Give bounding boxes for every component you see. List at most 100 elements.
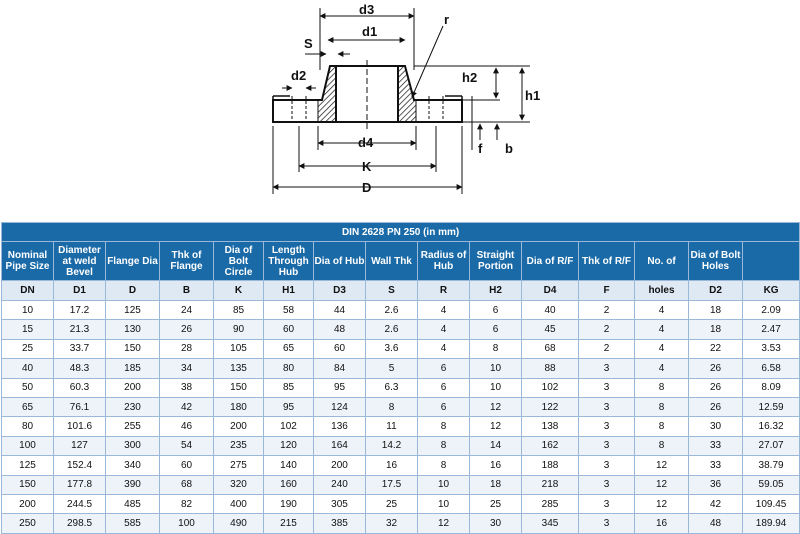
- table-cell: 48.3: [53, 358, 106, 379]
- table-cell: 164: [313, 435, 366, 457]
- table-cell: 122: [521, 396, 579, 418]
- table-cell: 275: [213, 455, 264, 476]
- table-cell: 18: [469, 474, 522, 495]
- column-header: Nominal Pipe Size: [1, 241, 54, 281]
- column-header: Thk of Flange: [159, 241, 214, 281]
- column-header: Flange Dia: [105, 241, 160, 281]
- table-cell: 5: [365, 358, 418, 379]
- table-cell: 60: [159, 455, 214, 476]
- dimension-lines: [272, 8, 530, 194]
- table-cell: 48: [313, 319, 366, 340]
- table-cell: 190: [263, 493, 314, 515]
- table-cell: 26: [688, 396, 743, 418]
- table-cell: 34: [159, 358, 214, 379]
- table-cell: 100: [159, 513, 214, 534]
- column-symbol: D1: [53, 280, 106, 301]
- table-cell: 42: [688, 493, 743, 515]
- column-symbol: holes: [634, 280, 689, 301]
- table-cell: 3: [578, 493, 635, 515]
- table-cell: 200: [213, 416, 264, 437]
- table-cell: 400: [213, 493, 264, 515]
- column-header: Dia of Hub: [313, 241, 366, 281]
- table-cell: 32: [365, 513, 418, 534]
- table-cell: 25: [365, 493, 418, 515]
- table-cell: 18: [688, 299, 743, 321]
- label-h1: h1: [525, 88, 540, 103]
- table-cell: 4: [634, 338, 689, 360]
- table-cell: 42: [159, 396, 214, 418]
- table-cell: 105: [213, 338, 264, 360]
- table-cell: 15: [1, 319, 54, 340]
- table-cell: 38: [159, 377, 214, 398]
- table-cell: 8: [365, 396, 418, 418]
- column-symbol: B: [159, 280, 214, 301]
- table-cell: 8: [634, 396, 689, 418]
- table-cell: 150: [105, 338, 160, 360]
- table-cell: 230: [105, 396, 160, 418]
- table-title: DIN 2628 PN 250 (in mm): [0, 222, 800, 242]
- label-f: f: [478, 141, 483, 156]
- table-cell: 150: [1, 474, 54, 495]
- table-cell: 40: [1, 358, 54, 379]
- table-cell: 185: [105, 358, 160, 379]
- column-symbol: D4: [521, 280, 579, 301]
- table-cell: 16: [365, 455, 418, 476]
- column-symbol: KG: [741, 280, 800, 301]
- table-cell: 10: [469, 358, 522, 379]
- table-cell: 130: [105, 319, 160, 340]
- table-cell: 33: [688, 455, 743, 476]
- table-cell: 30: [469, 513, 522, 534]
- table-cell: 4: [417, 319, 470, 340]
- label-d1: d1: [362, 24, 377, 39]
- label-s: S: [304, 36, 313, 51]
- table-cell: 3: [578, 416, 635, 437]
- table-cell: 215: [263, 513, 314, 534]
- label-d4: d4: [358, 135, 374, 150]
- table-cell: 40: [521, 299, 579, 321]
- table-cell: 95: [313, 377, 366, 398]
- table-cell: 44: [313, 299, 366, 321]
- table-cell: 21.3: [53, 319, 106, 340]
- table-cell: 3: [578, 396, 635, 418]
- table-cell: 12: [634, 493, 689, 515]
- table-cell: 8: [417, 435, 470, 457]
- table-cell: 88: [521, 358, 579, 379]
- table-cell: 8: [417, 455, 470, 476]
- column-header: No. of: [634, 241, 689, 281]
- table-cell: 385: [313, 513, 366, 534]
- column-header: Thk of R/F: [578, 241, 635, 281]
- table-cell: 345: [521, 513, 579, 534]
- table-cell: 58: [263, 299, 314, 321]
- table-cell: 285: [521, 493, 579, 515]
- table-cell: 10: [1, 299, 54, 321]
- table-cell: 127: [53, 435, 106, 457]
- column-symbol: DN: [1, 280, 54, 301]
- table-cell: 177.8: [53, 474, 106, 495]
- table-cell: 6.58: [741, 358, 800, 379]
- table-cell: 50: [1, 377, 54, 398]
- table-cell: 2.47: [741, 319, 800, 340]
- table-cell: 102: [263, 416, 314, 437]
- table-cell: 218: [521, 474, 579, 495]
- column-symbol: D3: [313, 280, 366, 301]
- column-header: Radius of Hub: [417, 241, 470, 281]
- table-cell: 12: [634, 455, 689, 476]
- table-cell: 300: [105, 435, 160, 457]
- table-cell: 200: [313, 455, 366, 476]
- column-symbol: K: [213, 280, 264, 301]
- table-cell: 16.32: [741, 416, 800, 437]
- table-cell: 3: [578, 435, 635, 457]
- table-cell: 125: [105, 299, 160, 321]
- table-cell: 135: [213, 358, 264, 379]
- table-cell: 298.5: [53, 513, 106, 534]
- table-cell: 2.6: [365, 299, 418, 321]
- table-cell: 305: [313, 493, 366, 515]
- table-cell: 162: [521, 435, 579, 457]
- table-cell: 3: [578, 358, 635, 379]
